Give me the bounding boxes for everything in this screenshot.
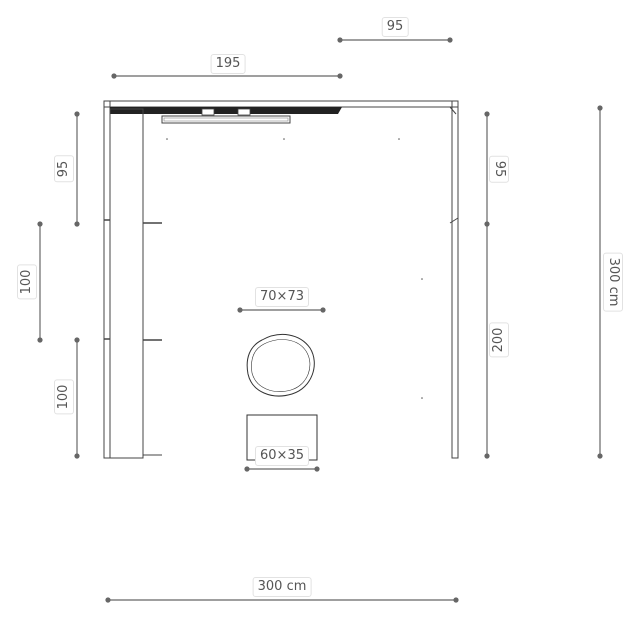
top-wardrobe bbox=[110, 106, 457, 124]
dim-top-left-width: 195 bbox=[210, 54, 246, 74]
top-shelf-rail bbox=[110, 107, 342, 114]
rail-bracket-right bbox=[237, 108, 251, 116]
dim-left-lower-height: 100 bbox=[54, 379, 74, 415]
plan-dots bbox=[166, 138, 423, 399]
right-wall bbox=[451, 100, 459, 459]
dim-table-size: 60×35 bbox=[255, 446, 309, 466]
dim-left-middle-height: 100 bbox=[17, 264, 37, 300]
dim-total-width: 300 cm bbox=[252, 577, 312, 597]
left-wardrobe bbox=[104, 108, 162, 459]
top-wall bbox=[103, 100, 459, 108]
dimension-lines bbox=[37, 37, 603, 603]
dim-right-upper-height: 95 bbox=[489, 155, 509, 183]
pouf bbox=[246, 333, 315, 397]
dim-right-lower-height: 200 bbox=[489, 322, 509, 358]
dim-total-height: 300 cm bbox=[603, 252, 623, 312]
left-wall bbox=[103, 100, 111, 459]
dim-left-upper-height: 95 bbox=[54, 155, 74, 183]
hanging-rail bbox=[161, 115, 291, 124]
dim-pouf-size: 70×73 bbox=[255, 287, 309, 307]
room-walls bbox=[103, 100, 459, 459]
dim-top-right-width: 95 bbox=[381, 17, 409, 37]
right-divider bbox=[449, 217, 459, 224]
rail-bracket-left bbox=[201, 108, 215, 116]
